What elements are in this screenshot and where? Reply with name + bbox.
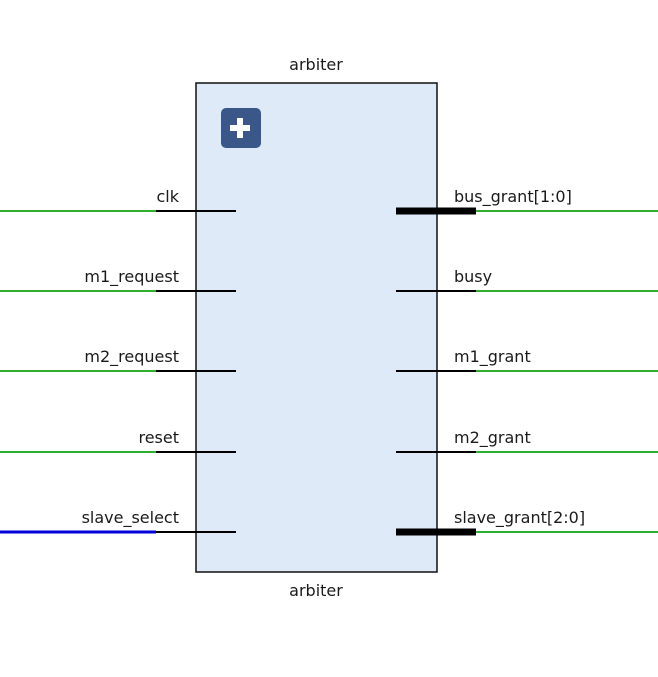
block-title-top: arbiter (289, 55, 343, 74)
plus-icon (230, 118, 250, 138)
output-pin-label: m2_grant (454, 428, 531, 448)
net-wires (0, 210, 658, 534)
output-pin-label: m1_grant (454, 347, 531, 367)
block-title-bottom: arbiter (289, 581, 343, 600)
input-pin-label: reset (138, 428, 179, 447)
input-pin-label: slave_select (82, 508, 179, 528)
output-pin-label: busy (454, 267, 492, 286)
expand-button[interactable] (221, 108, 261, 148)
input-pin-label: m1_request (84, 267, 179, 287)
input-pin-label: clk (156, 187, 179, 206)
input-pin-label: m2_request (84, 347, 179, 367)
arbiter-block[interactable] (195, 82, 438, 573)
output-pin-label: bus_grant[1:0] (454, 187, 572, 207)
output-pin-label: slave_grant[2:0] (454, 508, 585, 528)
